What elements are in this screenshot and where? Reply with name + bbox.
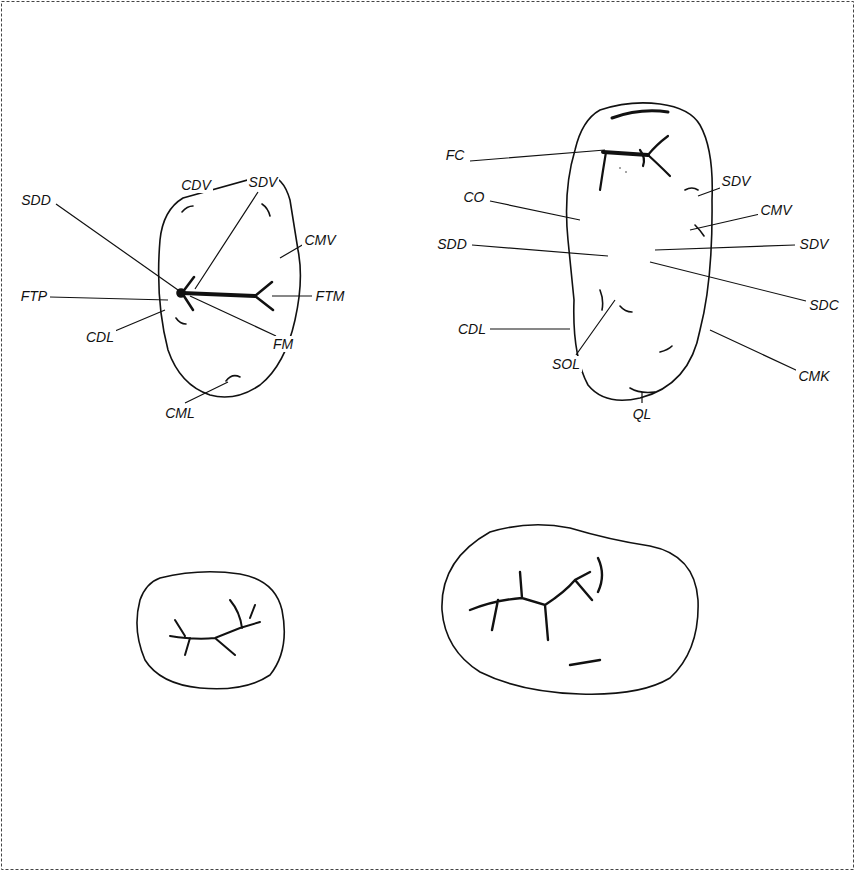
part-label: SOL [550,356,582,372]
tooth-outline [159,176,301,398]
cusp-mark [600,188,704,393]
fossa-pit [177,289,185,297]
part-label: SDD [19,192,53,208]
cusp-mark [176,204,270,381]
fissure [170,600,260,655]
part-label: SDV [720,173,753,189]
part-label: FC [444,147,467,163]
part-label: CDL [84,329,116,345]
part-label: CMV [302,232,337,248]
fissure-branch [182,277,273,310]
lower-right-tooth [442,525,698,694]
tooth-outline [137,572,284,689]
marginal-ridge [612,111,668,118]
stipple [625,171,627,173]
part-label: SDV [247,174,280,190]
upper-right-tooth [567,103,713,400]
fissure-branch [600,136,670,190]
tooth-outline [567,103,713,400]
upper-left-tooth [159,176,301,398]
part-label: CMV [758,202,793,218]
part-label: CMK [796,368,831,384]
tooth-outline [442,525,698,694]
central-fissure [182,293,255,296]
leader-line [470,150,806,403]
part-label: CML [163,405,197,421]
lower-left-tooth [137,572,284,689]
part-label: SDD [435,236,469,252]
part-label: CO [462,189,487,205]
leader-line [50,192,312,403]
part-label: FTP [19,288,49,304]
part-label: SDC [807,297,841,313]
part-label: QL [631,406,654,422]
part-label: CDV [179,177,213,193]
stipple [619,167,621,169]
part-label: FTM [314,288,347,304]
leader-lines [50,150,806,403]
fissure [470,558,602,665]
part-label: CDL [456,321,488,337]
part-label: SDV [798,236,831,252]
part-label: FM [271,336,295,352]
